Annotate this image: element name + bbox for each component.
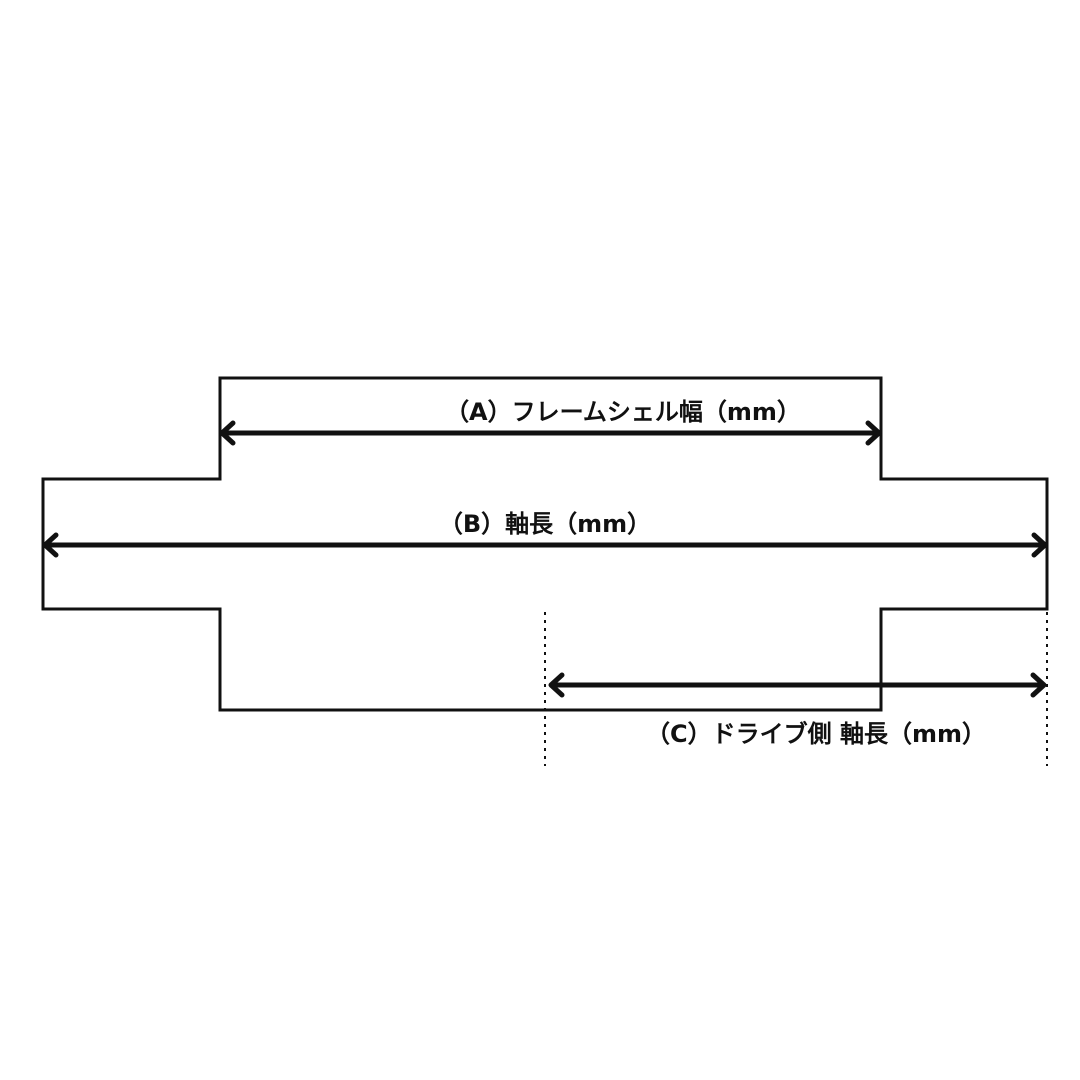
shaft-length-left-arrowhead	[42, 532, 59, 558]
frame-shell-width-label: （A）フレームシェル幅（mm）	[445, 398, 801, 426]
roller-outline	[41, 376, 1049, 712]
drive-side-shaft-length-left-arrowhead	[548, 672, 565, 698]
frame-shell-width-arrow	[219, 420, 882, 446]
frame-shell-width-left-arrowhead	[219, 420, 236, 446]
frame-shell-width-right-arrowhead	[865, 420, 882, 446]
drive-side-shaft-length-right-arrowhead	[1030, 672, 1047, 698]
shaft-length-arrow	[42, 532, 1048, 558]
drive-side-shaft-length-label: （C）ドライブ側 軸長（mm）	[646, 720, 986, 748]
shaft-length-right-arrowhead	[1031, 532, 1048, 558]
shaft-length-label: （B）軸長（mm）	[439, 510, 651, 538]
drive-side-shaft-length-arrow	[548, 672, 1047, 698]
